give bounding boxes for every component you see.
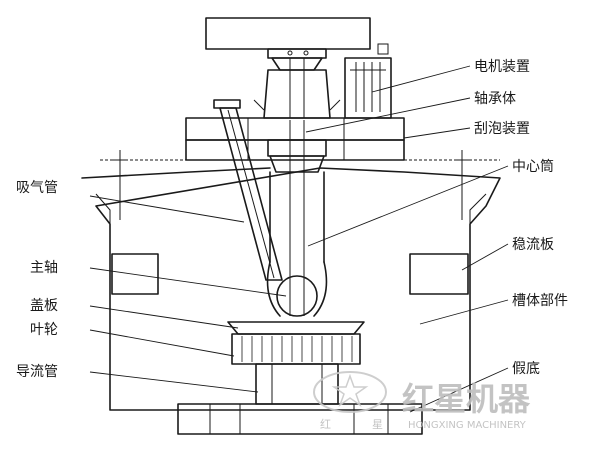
suction-pipe-tube	[219, 107, 283, 281]
false-bottom-plate	[177, 403, 423, 435]
label-froth-scraper: 刮泡装置	[474, 121, 530, 137]
label-false-bottom: 假底	[512, 361, 540, 377]
baffle-plate-left	[111, 253, 159, 295]
labels: 电机装置 轴承体 刮泡装置 中心筒 吸气管 稳流板 主轴 盖板 叶轮 槽体部件 …	[16, 59, 568, 380]
label-baffle-plate: 稳流板	[512, 237, 554, 253]
impeller	[231, 333, 361, 365]
center-cylinder	[266, 120, 328, 317]
motor-top-plate	[205, 17, 371, 50]
label-center-cylinder: 中心筒	[512, 158, 554, 175]
label-impeller: 叶轮	[30, 322, 58, 338]
suction-pipe-cap	[213, 99, 241, 109]
bearing-seat	[269, 155, 325, 173]
label-motor-device: 电机装置	[474, 59, 530, 75]
impeller-body	[231, 333, 361, 365]
tank-outline	[81, 167, 501, 411]
watermark-sub-right: HONGXING MACHINERY	[408, 420, 527, 431]
false-bottom	[177, 403, 423, 435]
main-shaft-hub	[276, 275, 318, 317]
scraper-frame	[185, 117, 405, 141]
motor-housing	[263, 69, 331, 119]
watermark: 红星机器 红 星 HONGXING MACHINERY	[313, 371, 531, 431]
motor-knob	[377, 43, 389, 55]
label-suction-pipe: 吸气管	[16, 180, 58, 196]
cover-plate-shape	[227, 321, 365, 335]
watermark-logo-ring	[313, 371, 387, 413]
motor-assembly	[205, 17, 392, 119]
label-bearing-body: 轴承体	[474, 91, 516, 107]
bearing-body	[185, 117, 405, 173]
label-main-shaft: 主轴	[30, 260, 58, 276]
bolt-icon	[303, 50, 309, 56]
motor-coupling	[271, 57, 323, 71]
motor-flange	[267, 48, 327, 59]
side-motor	[344, 57, 392, 119]
label-guide-pipe: 导流管	[16, 364, 58, 380]
suction-pipe	[213, 99, 283, 281]
watermark-sub-left: 红	[320, 418, 331, 431]
scraper-frame-lower	[185, 139, 405, 161]
label-tank-body: 槽体部件	[512, 293, 568, 309]
cover-plate	[227, 321, 365, 335]
bearing-housing	[267, 139, 327, 157]
star-icon	[331, 373, 369, 407]
bolt-icon	[287, 50, 293, 56]
cylinder-bulb	[266, 261, 328, 317]
leader-lines	[89, 65, 509, 413]
watermark-brand: 红星机器	[402, 380, 531, 418]
label-cover-plate: 盖板	[30, 298, 58, 314]
baffle-plate-right	[409, 253, 469, 295]
guide-pipe-body	[255, 363, 339, 405]
guide-pipe	[255, 363, 339, 405]
watermark-sub-mid: 星	[372, 418, 383, 431]
tank-body	[81, 150, 501, 411]
